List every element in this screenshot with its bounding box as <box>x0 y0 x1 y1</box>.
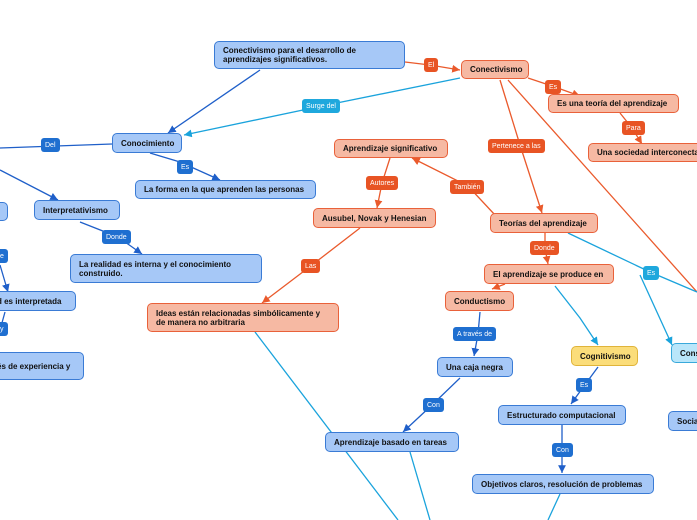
label-donde-2: Donde <box>530 241 559 255</box>
node-realidad-interna[interactable]: La realidad es interna y el conocimiento… <box>70 254 262 283</box>
node-interpretativismo[interactable]: Interpretativismo <box>34 200 120 220</box>
node-ideas-relacionadas[interactable]: Ideas están relacionadas simbólicamente … <box>147 303 339 332</box>
node-socia[interactable]: Socia <box>668 411 697 431</box>
label-a-traves: A través de <box>453 327 497 341</box>
node-caja-negra[interactable]: Una caja negra <box>437 357 513 377</box>
label-del: Del <box>41 138 60 152</box>
node-experiencia[interactable]: és de experiencia y <box>0 352 84 380</box>
node-forma-aprenden[interactable]: La forma en la que aprenden las personas <box>135 180 316 199</box>
label-es-2: Es <box>177 160 194 174</box>
label-es-4: Es <box>576 378 593 392</box>
node-aprendizaje-produce[interactable]: El aprendizaje se produce en <box>484 264 614 284</box>
node-left-edge-1[interactable] <box>0 202 8 221</box>
label-con-1: Con <box>423 398 444 412</box>
label-el: El <box>424 58 439 72</box>
label-e-left: e <box>0 249 8 263</box>
node-aprendizaje-tareas[interactable]: Aprendizaje basado en tareas <box>325 432 459 452</box>
node-aprendizaje-significativo[interactable]: Aprendizaje significativo <box>334 139 448 158</box>
node-conectivismo[interactable]: Conectivismo <box>461 60 529 79</box>
node-estructurado[interactable]: Estructurado computacional <box>498 405 626 425</box>
label-donde-1: Donde <box>102 230 131 244</box>
node-cons[interactable]: Cons <box>671 343 697 363</box>
node-ausubel[interactable]: Ausubel, Novak y Henesian <box>313 208 436 228</box>
label-para: Para <box>622 121 645 135</box>
label-es-1: Es <box>545 80 562 94</box>
label-tambien: También <box>450 180 485 194</box>
node-sociedad-interconectada[interactable]: Una sociedad interconectada <box>588 143 697 162</box>
node-teorias-aprendizaje[interactable]: Teorías del aprendizaje <box>490 213 598 233</box>
label-surge-del: Surge del <box>302 99 340 113</box>
label-y-left: y <box>0 322 8 336</box>
node-es-interpretada[interactable]: d es interpretada <box>0 291 76 311</box>
label-con-2: Con <box>552 443 573 457</box>
label-es-3: Es <box>643 266 660 280</box>
label-las: Las <box>301 259 321 273</box>
label-autores: Autores <box>366 176 399 190</box>
label-pertenece: Pertenece a las <box>488 139 545 153</box>
node-objetivos[interactable]: Objetivos claros, resolución de problema… <box>472 474 654 494</box>
node-cognitivismo[interactable]: Cognitivismo <box>571 346 638 366</box>
node-conocimiento[interactable]: Conocimiento <box>112 133 182 153</box>
node-teoria-aprendizaje[interactable]: Es una teoría del aprendizaje <box>548 94 679 113</box>
node-conectivismo-desarrollo[interactable]: Conectivismo para el desarrollo de apren… <box>214 41 405 69</box>
node-conductismo[interactable]: Conductismo <box>445 291 514 311</box>
